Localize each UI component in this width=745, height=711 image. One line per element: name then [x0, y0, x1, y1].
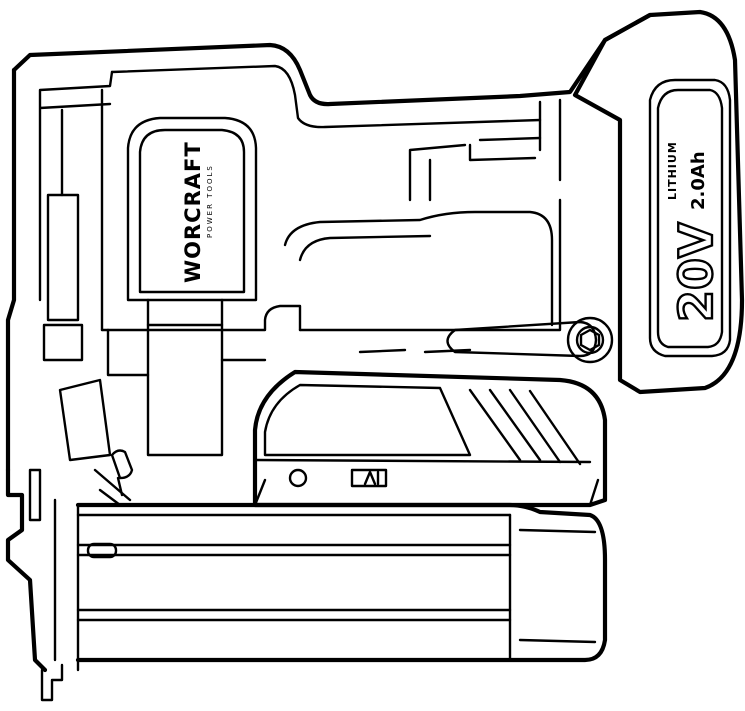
battery-capacity-label: 2.0Ah [688, 151, 709, 210]
nose-assembly [5, 378, 134, 702]
handle-grip: WORCRAFT POWER TOOLS [126, 116, 258, 302]
battery-voltage-label: 20V [669, 222, 723, 322]
magazine [75, 502, 608, 663]
depth-adjust-lever [446, 316, 614, 364]
brand-logo: WORCRAFT [181, 141, 205, 283]
nailer-body [5, 12, 653, 473]
battery-pack: 20V LITHIUM 2.0Ah [572, 9, 745, 395]
frame-linkage [100, 98, 562, 457]
motor-housing [252, 369, 608, 508]
brand-tagline: POWER TOOLS [206, 164, 214, 238]
battery-chemistry-label: LITHIUM [666, 141, 679, 200]
